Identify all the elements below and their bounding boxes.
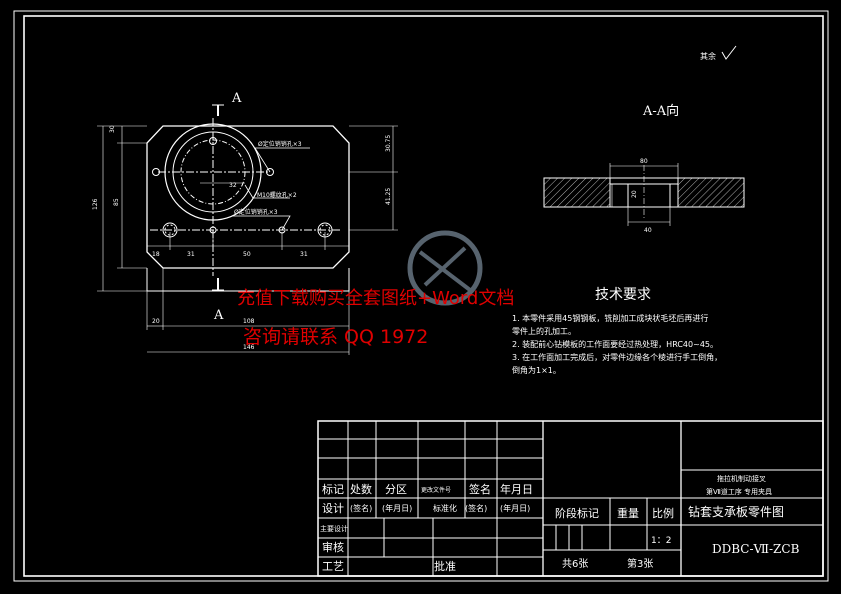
standard-date: (年月日): [500, 503, 530, 513]
dim-30: 30: [109, 125, 116, 133]
section-right-part: [677, 177, 745, 208]
scale-label: 比例: [652, 506, 674, 520]
watermark-line-2: 咨询请联系 QQ 1972: [243, 326, 428, 348]
note-thread-holes: M10螺纹孔×2: [257, 191, 297, 199]
sect-dim-40: 40: [644, 227, 652, 234]
sheet-number: 第3张: [627, 557, 653, 570]
pin-hole-right: [266, 168, 274, 176]
sect-dim-80: 80: [640, 158, 648, 165]
checker-label: 审核: [322, 540, 344, 554]
stage-label: 阶段标记: [555, 506, 599, 520]
title-block: [317, 420, 824, 577]
plate-outline: [146, 125, 350, 269]
watermark-logo: [407, 230, 483, 306]
sect-dim-20: 20: [631, 190, 638, 198]
standard-label: 标准化: [433, 503, 457, 513]
rev-header-sign: 签名: [469, 482, 491, 496]
section-view: [543, 163, 745, 226]
drawing-code: DDBC-Ⅶ-ZCB: [712, 542, 800, 556]
standard-sign: (签名): [465, 503, 487, 513]
rev-header-zone: 分区: [385, 483, 407, 496]
design-row: 设计 (签名) (年月日) 标准化 (签名) (年月日): [322, 502, 530, 515]
main-designer-label: 主要设计: [320, 524, 348, 533]
dim-31: 31: [187, 251, 195, 258]
pin-hole-top: [209, 137, 217, 145]
tech-title: 技术要求: [595, 287, 651, 303]
weight-label: 重量: [617, 506, 639, 520]
scale-value: 1：2: [651, 536, 671, 546]
rev-header-date: 年月日: [500, 482, 533, 496]
drawing-name: 钻套支承板零件图: [688, 504, 784, 519]
tech-item-1: 1. 本零件采用45钢钢板，铣削加工成块状毛坯后再进行: [512, 313, 708, 323]
design-label: 设计: [322, 502, 344, 515]
tech-item-3b: 倒角为1×1。: [512, 365, 561, 375]
roughness-symbol-icon: [721, 45, 737, 60]
dim-146: 146: [243, 344, 255, 351]
pin-hole-left: [152, 168, 160, 176]
tech-item-2: 2. 装配前心钻模板的工作面要经过热处理，HRC40~45。: [512, 339, 718, 349]
process-label: 工艺: [322, 560, 344, 573]
main-view: [97, 104, 398, 355]
company-line-2: 第Ⅶ道工序 专用夹具: [706, 487, 772, 496]
rev-header-row: 标记 处数 分区 更改文件号 签名 年月日: [322, 482, 533, 496]
approve-label: 批准: [434, 559, 456, 573]
roughness-label: 其余: [700, 51, 716, 61]
section-left-part: [543, 177, 611, 208]
design-date: (年月日): [382, 503, 412, 513]
rev-header-count: 处数: [350, 483, 372, 496]
dim-108: 108: [243, 318, 255, 325]
tech-item-3: 3. 在工作面加工完成后，对零件边缘各个棱进行手工倒角，: [512, 352, 722, 362]
company-line-1: 拖拉机制动接叉: [717, 474, 766, 483]
note-pin-holes-top: Ø定位销销孔×3: [258, 140, 302, 148]
dim-18: 18: [152, 251, 160, 258]
dim-31b: 31: [300, 251, 308, 258]
note-pin-holes-bottom: Ø定位销销孔×3: [234, 208, 278, 216]
dim-50: 50: [243, 251, 251, 258]
section-label-bottom: A: [213, 308, 224, 323]
tech-item-1b: 零件上的孔加工。: [512, 326, 576, 336]
dim-20: 20: [152, 318, 160, 325]
sheets-total: 共6张: [562, 558, 588, 570]
section-label-top: A: [231, 91, 242, 106]
dim-32: 32: [229, 182, 237, 189]
dim-126: 126: [92, 198, 99, 210]
dim-30-75: 30.75: [385, 135, 392, 152]
rev-header-mark: 标记: [322, 482, 344, 496]
rev-header-doc: 更改文件号: [421, 486, 451, 494]
section-view-title: A-A向: [642, 103, 679, 119]
outer-border: [13, 10, 829, 582]
dim-85: 85: [113, 198, 120, 206]
dim-41-25: 41.25: [385, 188, 392, 205]
watermark-line-1: 充值下载购买全套图纸+Word文档: [237, 288, 514, 309]
design-sign: (签名): [350, 503, 372, 513]
